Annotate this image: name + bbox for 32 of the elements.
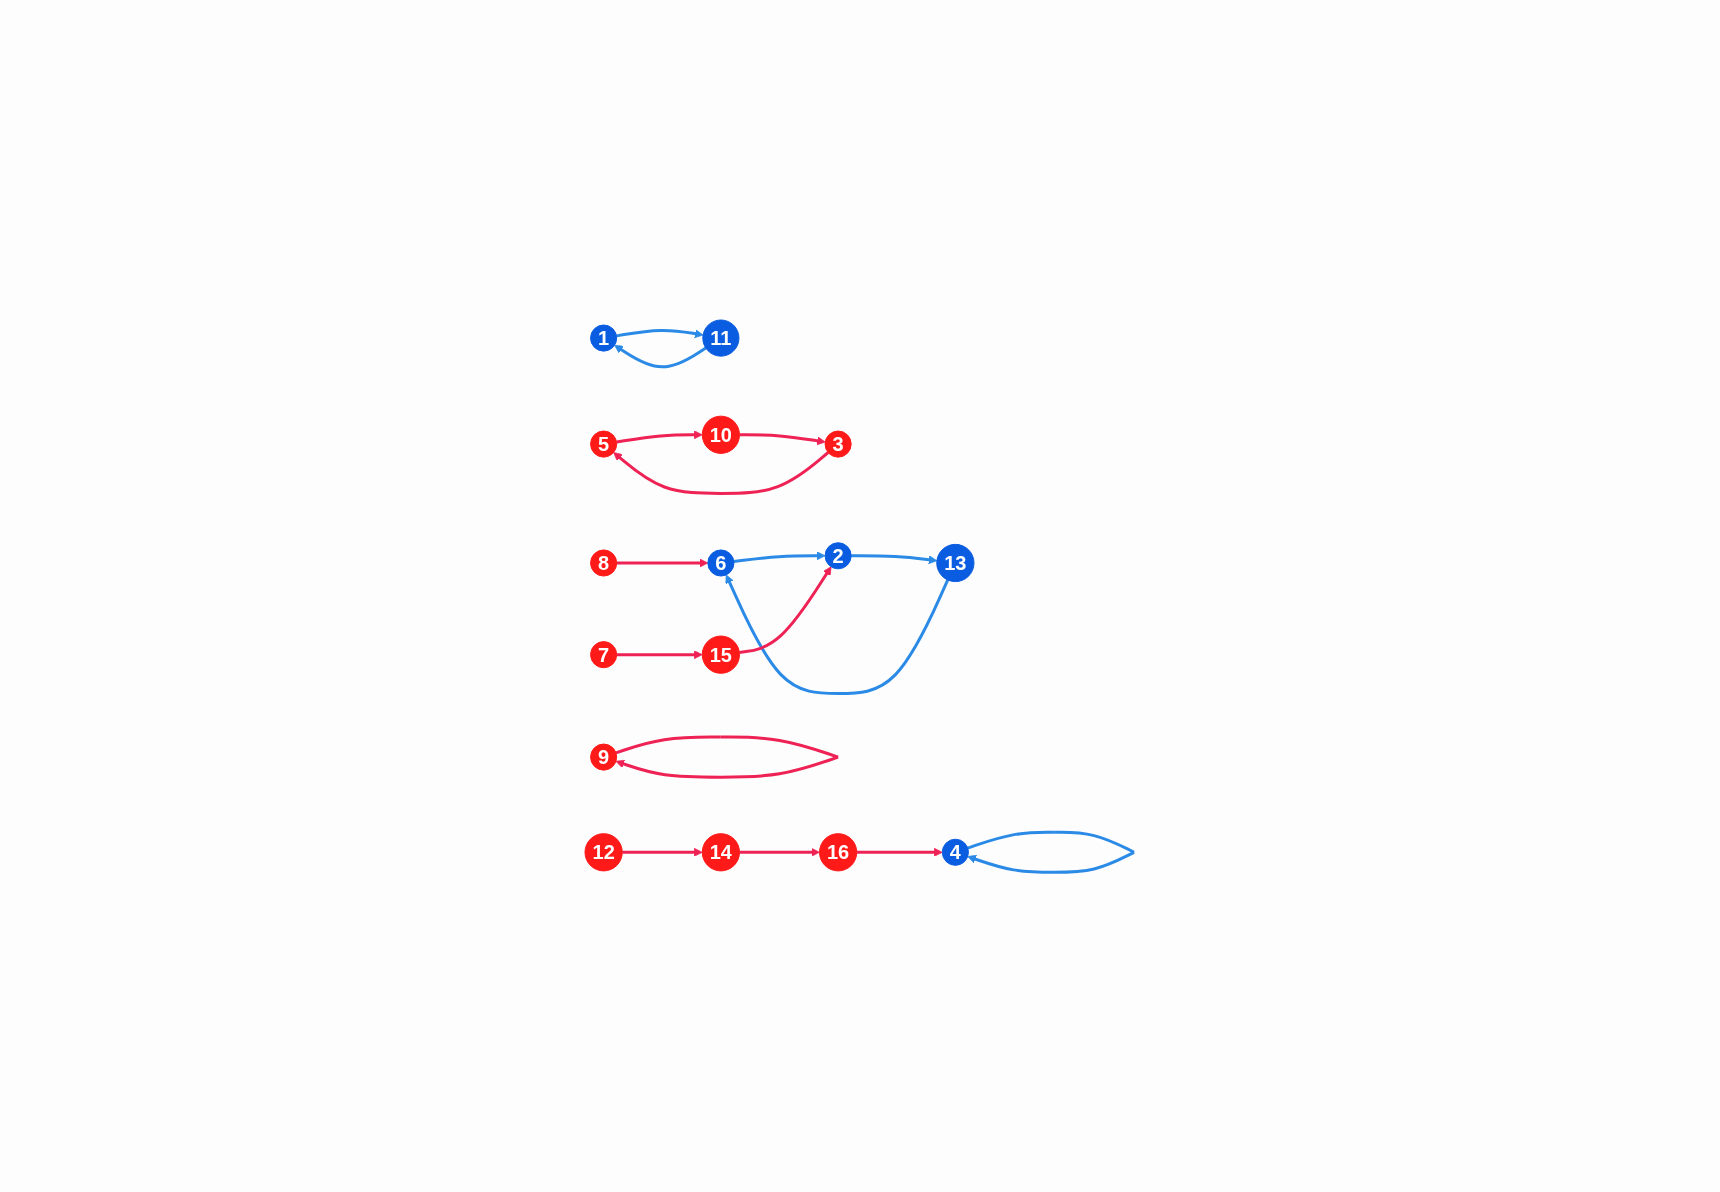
arrow [616,328,704,338]
node-circle: 5 [590,430,618,458]
node-circle: 4 [942,838,970,866]
node-circle: 2 [824,542,853,570]
arrow [739,847,821,857]
node-circle: 16 [819,833,858,872]
arrow [851,554,938,564]
arrow [725,574,950,695]
arrow [739,566,832,654]
node-circle: 10 [702,415,741,454]
arrow [739,433,826,445]
arrow [622,847,704,857]
arrow [617,650,704,659]
node-circle: 14 [702,833,741,872]
arrow [734,551,826,563]
node-circle: 3 [824,430,853,458]
arrow [616,430,704,444]
arrow [613,451,830,495]
node-circle: 9 [590,743,618,771]
node-circle: 13 [936,543,975,582]
arrow [615,735,839,779]
node-circle: 1 [590,324,618,352]
node-circle: 15 [702,635,741,674]
arrow [614,344,707,369]
node-circle: 11 [702,319,740,357]
arrow [617,558,709,568]
node-circle: 6 [707,549,735,577]
node-circle: 12 [584,833,624,872]
node-circle: 8 [590,549,618,577]
arrow [857,847,944,857]
arrow [967,830,1136,874]
node-circle: 7 [590,640,618,669]
